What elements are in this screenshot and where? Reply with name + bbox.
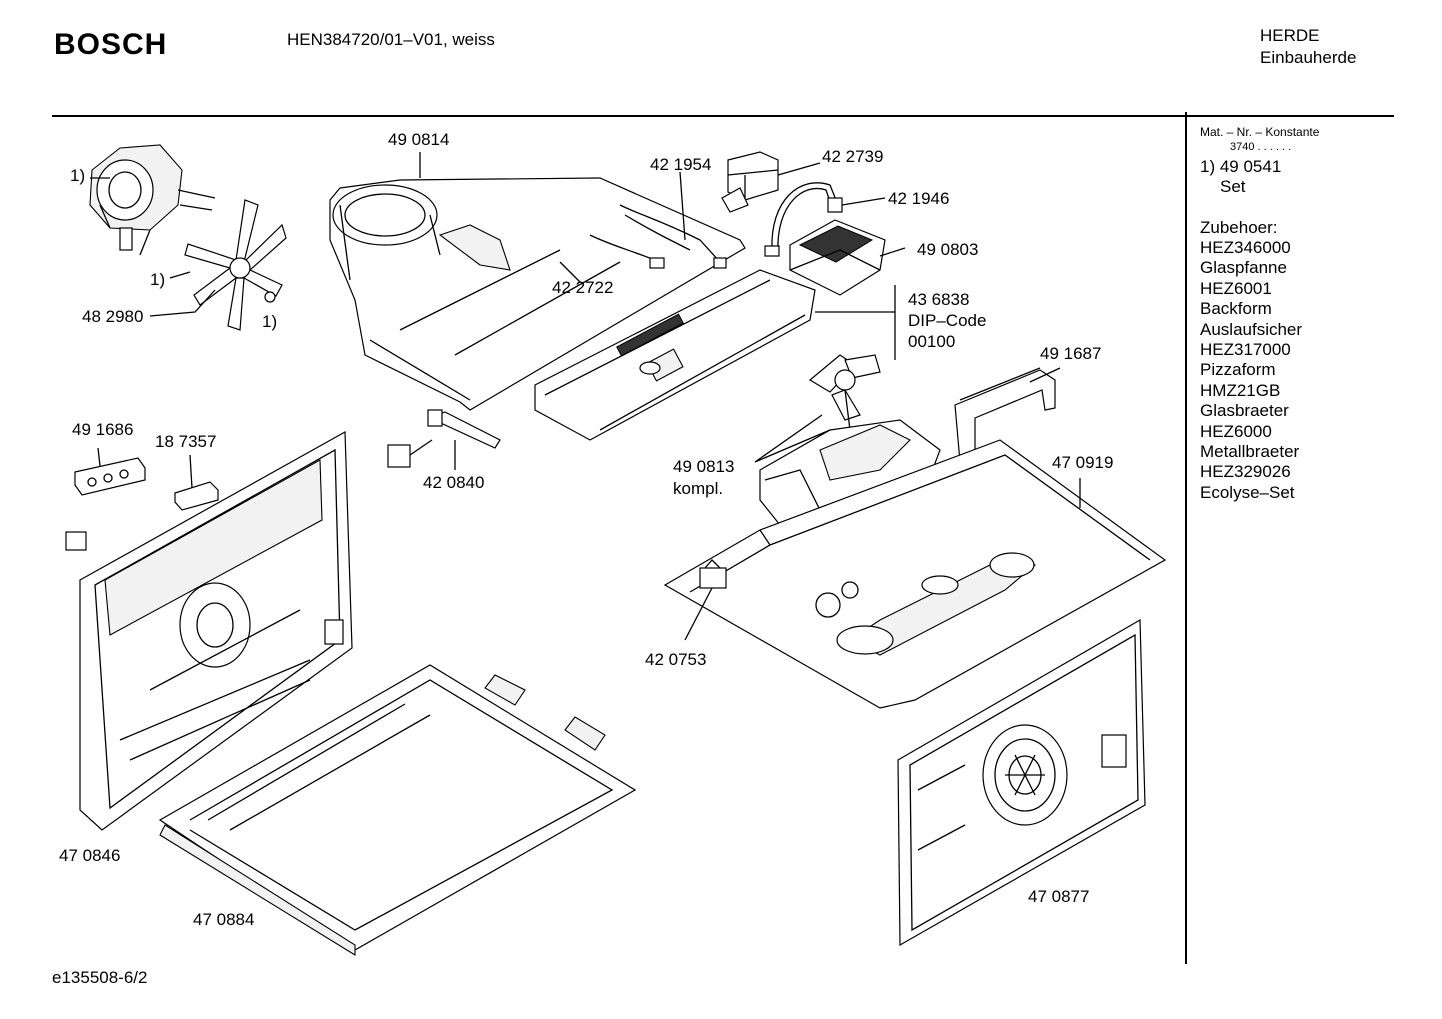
terminal-block-left-drawing [65, 457, 219, 551]
transformer-label: 42 2739 [822, 147, 884, 166]
wiring-loom-label: 42 1954 [650, 155, 712, 174]
rear-wall-drawing [79, 430, 353, 831]
dip-code-label: DIP–Code [908, 311, 987, 330]
switch-part-label: 18 7357 [155, 432, 217, 451]
leader-lines [90, 152, 1081, 641]
cooling-duct-drawing [329, 177, 746, 411]
wire-set-label: 42 2722 [552, 278, 614, 297]
exploded-parts-drawing [65, 144, 1167, 956]
set-note-line1: 1) 49 0541 [1200, 157, 1282, 176]
fan-motor-drawing [89, 144, 216, 256]
model-number: HEN384720/01–V01, weiss [287, 30, 495, 49]
cooling-fan-label: 49 0813 [673, 457, 735, 476]
dip-code-value: 00100 [908, 332, 956, 351]
brand-logo: BOSCH [54, 28, 168, 61]
control-board-drawing [534, 269, 816, 441]
cable-label: 42 1946 [888, 189, 950, 208]
accessory-item: Pizzaform [1200, 360, 1276, 380]
terminal-block-right-label: 49 1687 [1040, 344, 1102, 363]
konstante-label: Mat. – Nr. – Konstante [1200, 125, 1320, 139]
cooling-fan-note: kompl. [673, 479, 724, 498]
accessory-item: Ecolyse–Set [1200, 482, 1295, 502]
accessory-item: HEZ329026 [1200, 462, 1291, 482]
accessory-item: HEZ6000 [1200, 421, 1272, 441]
front-liner-drawing [897, 618, 1146, 947]
sensor-drawing [387, 409, 501, 468]
heatsink-module-drawing [789, 219, 886, 296]
set-note-line2: Set [1220, 177, 1246, 196]
transformer-drawing [721, 151, 779, 213]
thermal-fuse-label: 42 0753 [645, 650, 707, 669]
fan-blade-drawing [184, 199, 287, 331]
bottom-tray-label: 47 0884 [193, 910, 255, 929]
thermal-fuse-drawing [699, 559, 727, 589]
accessory-item: HMZ21GB [1200, 380, 1281, 400]
accessory-item: Glaspfanne [1200, 258, 1287, 278]
front-liner-label: 47 0877 [1028, 887, 1090, 906]
control-board-label: 43 6838 [908, 290, 970, 309]
fan-motor-note-label: 1) [70, 166, 86, 185]
bottom-tray-drawing [158, 664, 637, 956]
accessory-item: HEZ346000 [1200, 238, 1291, 257]
konstante-value: 3740 . . . . . . [1230, 141, 1292, 153]
cooling-duct-label: 49 0814 [388, 130, 450, 149]
accessory-item: Backform [1200, 299, 1272, 319]
nut-note-label: 1) [262, 312, 278, 331]
side-panel-divider [1185, 112, 1187, 964]
accessory-item: Auslaufsicher [1200, 319, 1303, 339]
category-subtitle: Einbauherde [1260, 48, 1357, 67]
accessory-item: HEZ6001 [1200, 278, 1272, 298]
top-panel-label: 47 0919 [1052, 453, 1114, 472]
fan-blade-note-label: 1) [150, 270, 166, 289]
cable-drawing [764, 182, 843, 257]
sensor-label: 42 0840 [423, 473, 485, 492]
terminal-block-left-label: 49 1686 [72, 420, 134, 439]
accessory-item: HEZ317000 [1200, 340, 1291, 360]
wiring-drawing [589, 204, 727, 269]
top-panel-drawing [663, 439, 1167, 709]
accessories-title: Zubehoer: [1200, 218, 1278, 237]
accessory-item: Metallbraeter [1200, 442, 1300, 462]
drawing-id: e135508-6/2 [52, 968, 148, 987]
rear-wall-label: 47 0846 [59, 846, 121, 865]
header-divider [52, 115, 1394, 117]
heatsink-module-label: 49 0803 [917, 240, 979, 259]
fan-blade-label: 48 2980 [82, 307, 144, 326]
accessory-list: HEZ346000 Glaspfanne HEZ6001 Backform Au… [1200, 238, 1302, 503]
category-title: HERDE [1260, 26, 1320, 45]
accessory-item: Glasbraeter [1200, 401, 1289, 421]
